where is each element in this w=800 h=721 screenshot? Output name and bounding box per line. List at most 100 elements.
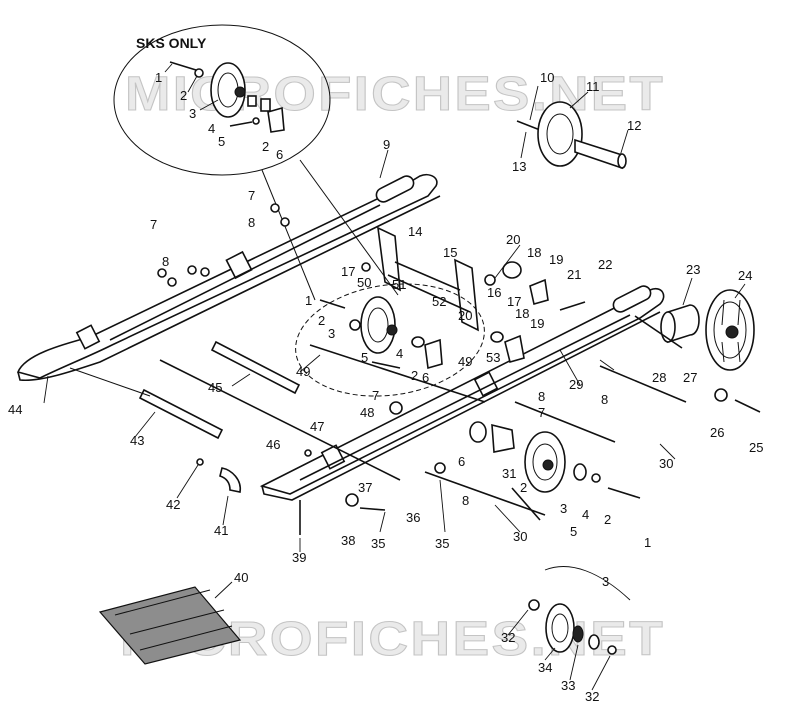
part-number: 32: [585, 689, 599, 704]
right-rail: [259, 285, 665, 501]
part-number: 15: [443, 245, 457, 260]
part-number: 4: [582, 507, 589, 522]
track-clip-bracket: [98, 586, 242, 665]
rear-axle-wheel-group: [516, 101, 627, 170]
part-number: 35: [371, 536, 385, 551]
part-number: 19: [549, 252, 563, 267]
callout-leader: [299, 159, 399, 296]
part-number: 5: [218, 134, 225, 149]
part-number: 13: [512, 159, 526, 174]
part-number: 2: [318, 313, 325, 328]
part-number: 6: [276, 147, 283, 162]
part-number: 3: [328, 326, 335, 341]
part-number: 9: [383, 137, 390, 152]
part-number: 36: [406, 510, 420, 525]
part-number: 33: [561, 678, 575, 693]
part-number: 3: [560, 501, 567, 516]
part-number: 7: [150, 217, 157, 232]
part-number: 53: [486, 350, 500, 365]
part-number: 2: [180, 88, 187, 103]
part-number: 24: [738, 268, 752, 283]
leader-lines: [43, 63, 746, 691]
part-number: 21: [567, 267, 581, 282]
part-number: 8: [462, 493, 469, 508]
part-number: 12: [627, 118, 641, 133]
long-bolts: [424, 365, 687, 516]
part-number: 48: [360, 405, 374, 420]
part-number: 35: [435, 536, 449, 551]
part-number: 17: [341, 264, 355, 279]
part-number: 20: [458, 308, 472, 323]
part-number: 19: [530, 316, 544, 331]
part-number: 6: [458, 454, 465, 469]
part-number: 4: [396, 346, 403, 361]
part-number: 30: [513, 529, 527, 544]
part-number: 41: [214, 523, 228, 538]
watermark: MICROFICHES.NET: [125, 68, 665, 121]
part-number: 49: [458, 354, 472, 369]
exploded-wheel-group: [528, 566, 631, 655]
part-number: 17: [507, 294, 521, 309]
part-number: 52: [432, 294, 446, 309]
part-number: 4: [208, 121, 215, 136]
part-number: 29: [569, 377, 583, 392]
part-number: 39: [292, 550, 306, 565]
part-number: 27: [683, 370, 697, 385]
part-number: 46: [266, 437, 280, 452]
part-number: 1: [305, 293, 312, 308]
part-number: 2: [411, 368, 418, 383]
middle-idler-wheel-group: [319, 296, 525, 370]
rear-wheel-group: [634, 289, 761, 413]
inner-callout: [295, 283, 485, 397]
part-number: 38: [341, 533, 355, 548]
part-number: 14: [408, 224, 422, 239]
part-number: 23: [686, 262, 700, 277]
part-number: 49: [296, 364, 310, 379]
part-number: 5: [570, 524, 577, 539]
part-number: 2: [520, 480, 527, 495]
part-number: 16: [487, 285, 501, 300]
pivot-arm-group: [377, 226, 586, 332]
part-number: 7: [372, 388, 379, 403]
part-number: 20: [506, 232, 520, 247]
small-hardware: [157, 203, 446, 535]
part-number: 6: [422, 370, 429, 385]
part-number-labels: 1 2 3 4 5 2 6 10 11 12 13 9 7 8 7 8 17 1…: [8, 70, 763, 704]
part-number: 40: [234, 570, 248, 585]
part-number: 28: [652, 370, 666, 385]
part-number: 42: [166, 497, 180, 512]
lower-idler-wheel-group: [469, 421, 641, 521]
sks-only-callout: [113, 24, 331, 176]
left-rail: [16, 173, 441, 382]
part-number: 31: [502, 466, 516, 481]
part-number: 43: [130, 433, 144, 448]
part-number: 47: [310, 419, 324, 434]
sks-only-label: SKS ONLY: [136, 35, 207, 51]
part-number: 1: [155, 70, 162, 85]
part-number: 1: [644, 535, 651, 550]
part-number: 18: [527, 245, 541, 260]
sks-idler-wheel-group: [169, 61, 285, 133]
part-number: 50: [357, 275, 371, 290]
cross-shafts: [69, 340, 486, 481]
part-number: 8: [248, 215, 255, 230]
part-number: 51: [392, 277, 406, 292]
part-number: 10: [540, 70, 554, 85]
part-number: 7: [538, 405, 545, 420]
part-number: 11: [586, 79, 600, 94]
part-number: 30: [659, 456, 673, 471]
part-number: 18: [515, 306, 529, 321]
part-number: 8: [601, 392, 608, 407]
part-number: 8: [162, 254, 169, 269]
part-number: 3: [602, 574, 609, 589]
part-number: 2: [604, 512, 611, 527]
part-number: 37: [358, 480, 372, 495]
part-number: 22: [598, 257, 612, 272]
part-number: 2: [262, 139, 269, 154]
callout-leader: [261, 169, 316, 301]
part-number: 8: [538, 389, 545, 404]
part-number: 25: [749, 440, 763, 455]
part-number: 34: [538, 660, 552, 675]
part-number: 7: [248, 188, 255, 203]
